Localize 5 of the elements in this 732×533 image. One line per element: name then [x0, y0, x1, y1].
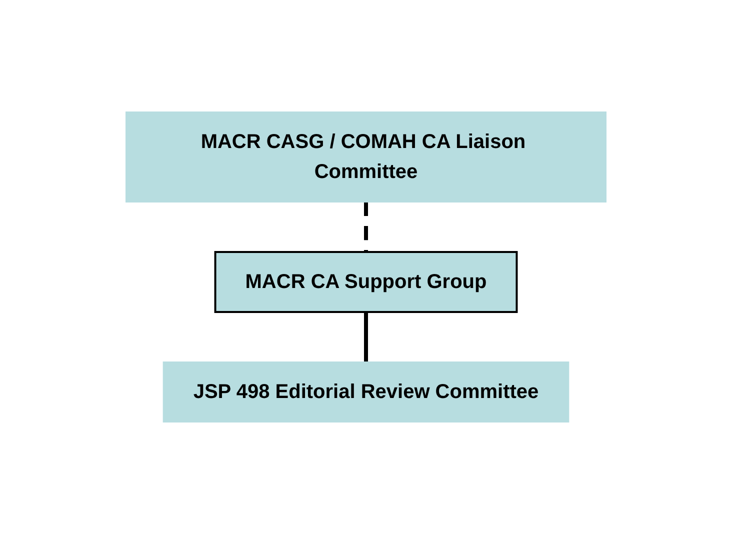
node-box: JSP 498 Editorial Review Committee [162, 361, 570, 422]
node-box: MACR CA Support Group [214, 250, 518, 312]
node-box: MACR CASG / COMAH CA Liaison Committee [126, 111, 606, 202]
connector [364, 202, 368, 252]
connector [364, 312, 368, 362]
